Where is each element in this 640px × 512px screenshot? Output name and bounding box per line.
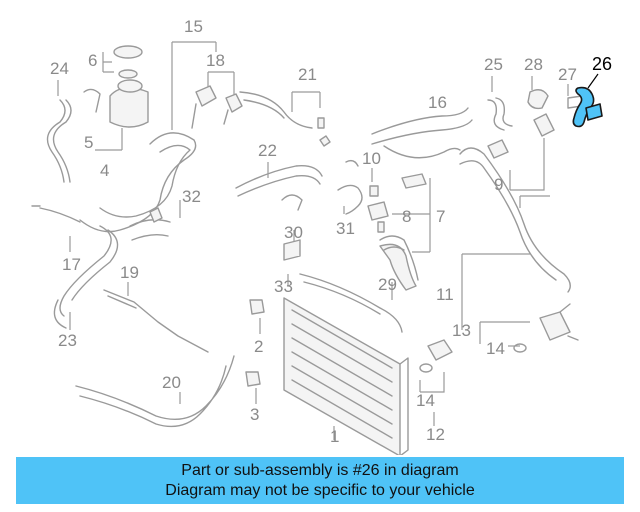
callout-30: 30 bbox=[284, 223, 303, 242]
callout-18: 18 bbox=[206, 51, 225, 70]
banner-line-2: Diagram may not be specific to your vehi… bbox=[165, 482, 475, 499]
callout-2: 2 bbox=[254, 337, 263, 356]
callout-26: 26 bbox=[592, 54, 612, 74]
part-drawings bbox=[31, 45, 583, 455]
callout-15: 15 bbox=[184, 17, 203, 36]
callout-6: 6 bbox=[88, 51, 97, 70]
callout-13: 13 bbox=[452, 321, 471, 340]
callout-33: 33 bbox=[274, 277, 293, 296]
info-banner: Part or sub-assembly is #26 in diagram D… bbox=[16, 457, 624, 504]
callout-16: 16 bbox=[428, 93, 447, 112]
callout-20: 20 bbox=[162, 373, 181, 392]
callout-24: 24 bbox=[50, 59, 69, 78]
callout-17: 17 bbox=[62, 255, 81, 274]
callout-14-right: 14 bbox=[486, 339, 505, 358]
callout-19: 19 bbox=[120, 263, 139, 282]
callout-1: 1 bbox=[330, 427, 339, 446]
callout-labels: 15 24 6 18 21 25 28 27 26 16 5 4 22 10 3… bbox=[50, 17, 612, 446]
callout-7: 7 bbox=[436, 207, 445, 226]
callout-23: 23 bbox=[58, 331, 77, 350]
callout-9: 9 bbox=[494, 175, 503, 194]
callout-8: 8 bbox=[402, 207, 411, 226]
part-26-highlight bbox=[572, 73, 603, 128]
callout-3: 3 bbox=[250, 405, 259, 424]
callout-28: 28 bbox=[524, 55, 543, 74]
callout-14-bottom: 14 bbox=[416, 391, 435, 410]
callout-25: 25 bbox=[484, 55, 503, 74]
callout-31: 31 bbox=[336, 219, 355, 238]
callout-11: 11 bbox=[436, 285, 454, 304]
callout-29: 29 bbox=[378, 275, 397, 294]
callout-21: 21 bbox=[298, 65, 317, 84]
banner-line-1: Part or sub-assembly is #26 in diagram bbox=[181, 462, 459, 479]
callout-22: 22 bbox=[258, 141, 277, 160]
callout-12: 12 bbox=[426, 425, 445, 444]
callout-32: 32 bbox=[182, 187, 201, 206]
callout-5: 5 bbox=[84, 133, 93, 152]
parts-diagram: 15 24 6 18 21 25 28 27 26 16 5 4 22 10 3… bbox=[31, 17, 612, 455]
callout-4: 4 bbox=[100, 161, 109, 180]
leader-lines bbox=[57, 41, 569, 440]
callout-27: 27 bbox=[558, 65, 577, 84]
callout-10: 10 bbox=[362, 149, 381, 168]
